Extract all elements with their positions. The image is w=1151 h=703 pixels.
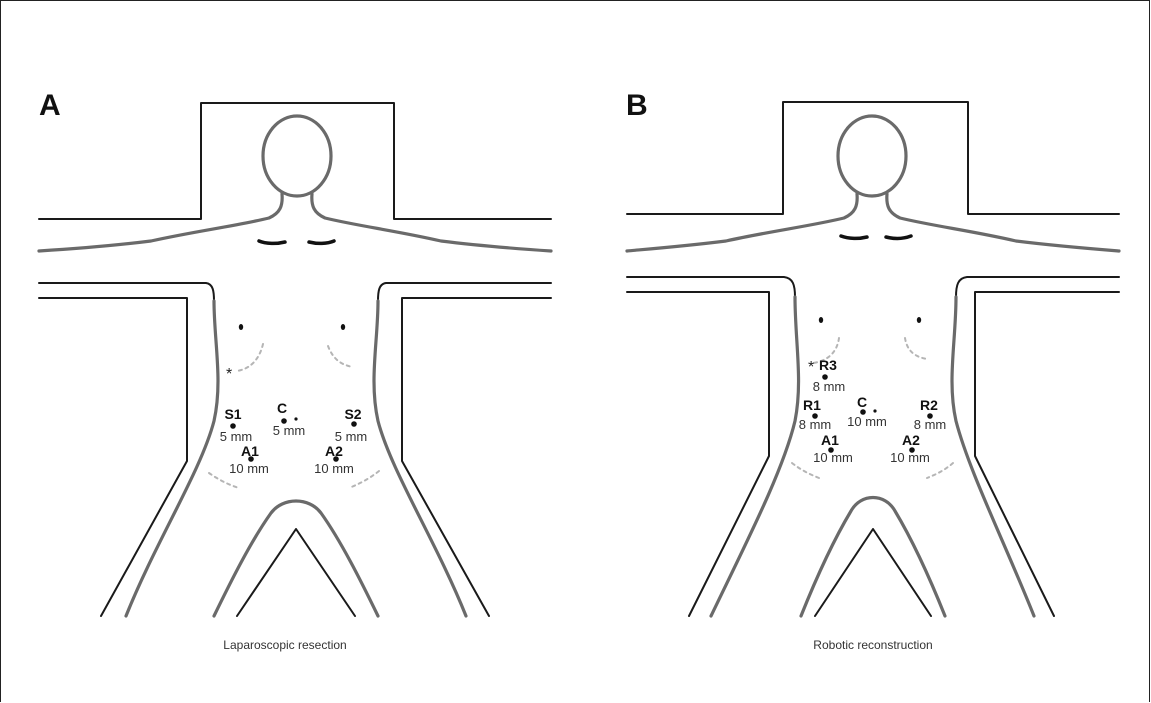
port-size-s1: 5 mm [220, 430, 253, 443]
port-label-a2: A2 [325, 444, 343, 458]
port-label-c: C [857, 395, 867, 409]
port-size-a2: 10 mm [890, 451, 930, 464]
port-label-r1: R1 [803, 398, 821, 412]
panel-b: B * R3 8 mm R1 8 mm C 10 mm R2 8 mm A1 1… [589, 1, 1151, 703]
port-label-r2: R2 [920, 398, 938, 412]
port-s1-dot [230, 423, 236, 429]
port-label-a1: A1 [821, 433, 839, 447]
panel-a: A * S1 5 mm C 5 mm S2 5 mm A1 10 mm A2 1… [1, 1, 576, 703]
port-size-s2: 5 mm [335, 430, 368, 443]
panel-letter-a: A [39, 91, 61, 121]
port-size-r1: 8 mm [799, 418, 832, 431]
port-size-c: 5 mm [273, 424, 306, 437]
asterisk-marker: * [226, 367, 232, 383]
port-s2-dot [351, 421, 357, 427]
umbilicus-mark [873, 409, 876, 412]
port-size-r2: 8 mm [914, 418, 947, 431]
port-label-a2: A2 [902, 433, 920, 447]
panel-letter-b: B [626, 91, 648, 121]
port-size-a1: 10 mm [229, 462, 269, 475]
body-diagram-b [589, 1, 1151, 703]
port-size-r3: 8 mm [813, 380, 846, 393]
port-label-r3: R3 [819, 358, 837, 372]
port-label-a1: A1 [241, 444, 259, 458]
caption-laparoscopic-resection: Laparoscopic resection [223, 638, 346, 652]
umbilicus-mark [294, 417, 297, 420]
asterisk-marker: * [808, 360, 814, 376]
port-label-s1: S1 [224, 407, 241, 421]
port-label-s2: S2 [344, 407, 361, 421]
port-size-a1: 10 mm [813, 451, 853, 464]
body-diagram-a [1, 1, 576, 703]
port-label-c: C [277, 401, 287, 415]
port-size-c: 10 mm [847, 415, 887, 428]
port-size-a2: 10 mm [314, 462, 354, 475]
caption-robotic-reconstruction: Robotic reconstruction [813, 638, 932, 652]
